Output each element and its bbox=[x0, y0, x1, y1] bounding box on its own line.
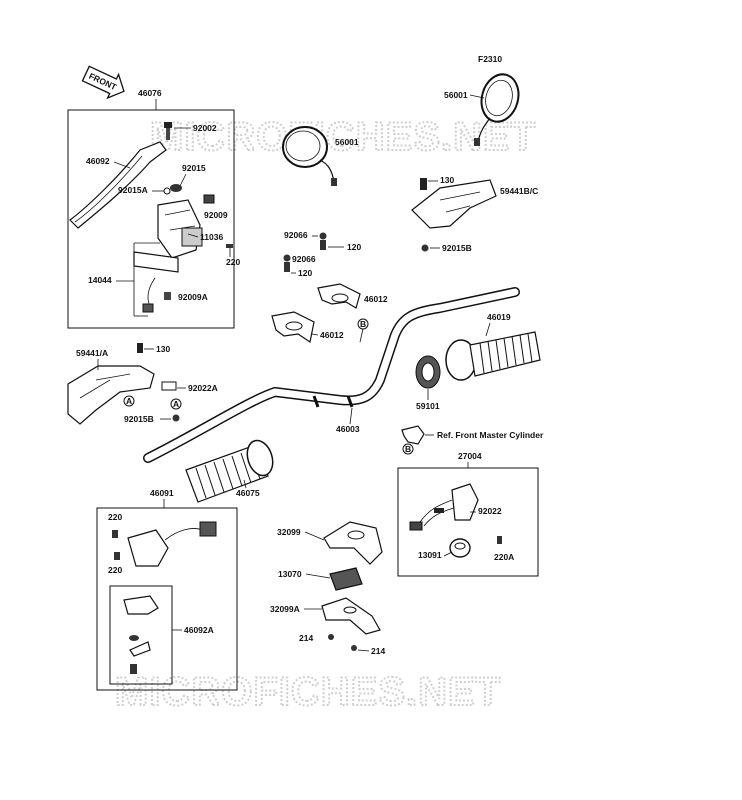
label-220-b: 220 bbox=[108, 512, 122, 522]
label-46091: 46091 bbox=[150, 488, 174, 498]
mirror-right bbox=[474, 73, 520, 146]
throttle-59101 bbox=[415, 355, 441, 389]
callout-a-right bbox=[170, 398, 182, 410]
label-59441a: 59441/A bbox=[76, 348, 108, 358]
front-arrow-icon: FRONT bbox=[81, 65, 125, 100]
label-92015b-left: 92015B bbox=[124, 414, 154, 424]
label-46075: 46075 bbox=[236, 488, 260, 498]
label-214-a: 214 bbox=[299, 633, 313, 643]
handguard-left bbox=[67, 365, 155, 425]
housing-13091 bbox=[449, 538, 471, 558]
label-27004: 27004 bbox=[458, 451, 482, 461]
label-46019: 46019 bbox=[487, 312, 511, 322]
label-46076: 46076 bbox=[138, 88, 162, 98]
label-59101: 59101 bbox=[416, 401, 440, 411]
grip-46019 bbox=[445, 331, 541, 381]
label-46012-a: 46012 bbox=[364, 294, 388, 304]
callout-a-right-text: A bbox=[173, 399, 179, 409]
label-120-b: 120 bbox=[298, 268, 312, 278]
label-130-left: 130 bbox=[156, 344, 170, 354]
callout-a-left bbox=[123, 395, 135, 407]
label-11036: 11036 bbox=[200, 232, 223, 242]
label-14044: 14044 bbox=[88, 275, 112, 285]
master-cylinder-clamp bbox=[401, 425, 425, 445]
label-92066-a: 92066 bbox=[284, 230, 308, 240]
callout-b-bottom bbox=[402, 443, 414, 455]
cover-32099a bbox=[321, 597, 381, 635]
label-92066-b: 92066 bbox=[292, 254, 316, 264]
label-59441bc: 59441B/C bbox=[500, 186, 538, 196]
label-13091: 13091 bbox=[418, 550, 442, 560]
switch-46091 bbox=[127, 521, 217, 567]
handguard-right bbox=[411, 179, 497, 229]
label-220-c: 220 bbox=[108, 565, 122, 575]
label-220a: 220A bbox=[494, 552, 514, 562]
label-46092a: 46092A bbox=[184, 625, 214, 635]
label-92022a: 92022A bbox=[188, 383, 218, 393]
switch-27004 bbox=[409, 483, 479, 531]
label-ref-master-cylinder: Ref. Front Master Cylinder bbox=[437, 430, 544, 440]
label-92015a: 92015A bbox=[118, 185, 148, 195]
label-46092: 46092 bbox=[86, 156, 110, 166]
callout-b-bottom-text: B bbox=[405, 444, 411, 454]
label-92009a: 92009A bbox=[178, 292, 208, 302]
lever-46092a bbox=[123, 595, 159, 674]
label-120-a: 120 bbox=[347, 242, 361, 252]
box-46076 bbox=[67, 109, 235, 329]
washer-92015 bbox=[170, 184, 182, 192]
watermark-bottom: MICROFICHES.NET bbox=[115, 670, 501, 714]
label-56001-right: 56001 bbox=[444, 90, 468, 100]
label-46003: 46003 bbox=[336, 424, 360, 434]
label-92002: 92002 bbox=[193, 123, 217, 133]
bolt-92002 bbox=[164, 122, 172, 140]
clamp-92022a bbox=[161, 381, 177, 391]
label-46012-b: 46012 bbox=[320, 330, 344, 340]
callout-a-left-text: A bbox=[126, 396, 132, 406]
label-220: 220 bbox=[226, 257, 240, 267]
label-92022: 92022 bbox=[478, 506, 502, 516]
label-92009: 92009 bbox=[204, 210, 228, 220]
watermark-top: MICROFICHES.NET bbox=[150, 115, 536, 159]
diagram-code: F2310 bbox=[478, 54, 502, 64]
box-46092a bbox=[109, 585, 173, 685]
bolt-92009 bbox=[203, 194, 215, 204]
label-56001-left: 56001 bbox=[335, 137, 359, 147]
label-13070: 13070 bbox=[278, 569, 302, 579]
switch-13070 bbox=[329, 567, 363, 591]
cover-32099 bbox=[323, 521, 383, 565]
mirror-left bbox=[282, 126, 337, 186]
label-32099: 32099 bbox=[277, 527, 301, 537]
label-92015b-top: 92015B bbox=[442, 243, 472, 253]
label-130-top: 130 bbox=[440, 175, 454, 185]
callout-b-top-text: B bbox=[360, 319, 366, 329]
label-92015: 92015 bbox=[182, 163, 206, 173]
grip-46075 bbox=[185, 439, 274, 503]
label-32099a: 32099A bbox=[270, 604, 300, 614]
box-46091 bbox=[96, 507, 238, 691]
label-214-b: 214 bbox=[371, 646, 385, 656]
